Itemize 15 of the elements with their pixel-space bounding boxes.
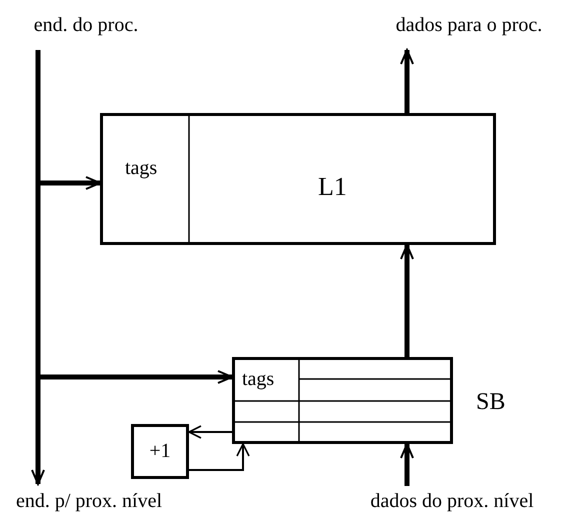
signal-label: dados para o proc. [362, 12, 576, 38]
field-label: tags [125, 158, 158, 178]
cache-label: L1 [318, 174, 347, 200]
incrementer-box: +1 [131, 424, 189, 479]
cache-box [100, 113, 496, 245]
signal-label: end. do proc. [6, 12, 166, 38]
arrow [189, 443, 250, 471]
arrow [400, 49, 414, 113]
arrow [400, 443, 414, 486]
signal-label: dados do prox. nível [326, 488, 578, 514]
signal-label: end. p/ prox. nível [4, 488, 174, 514]
buffer-label: SB [476, 390, 506, 414]
arrow [400, 244, 414, 357]
arrow [188, 425, 232, 439]
field-label: tags [242, 369, 274, 389]
